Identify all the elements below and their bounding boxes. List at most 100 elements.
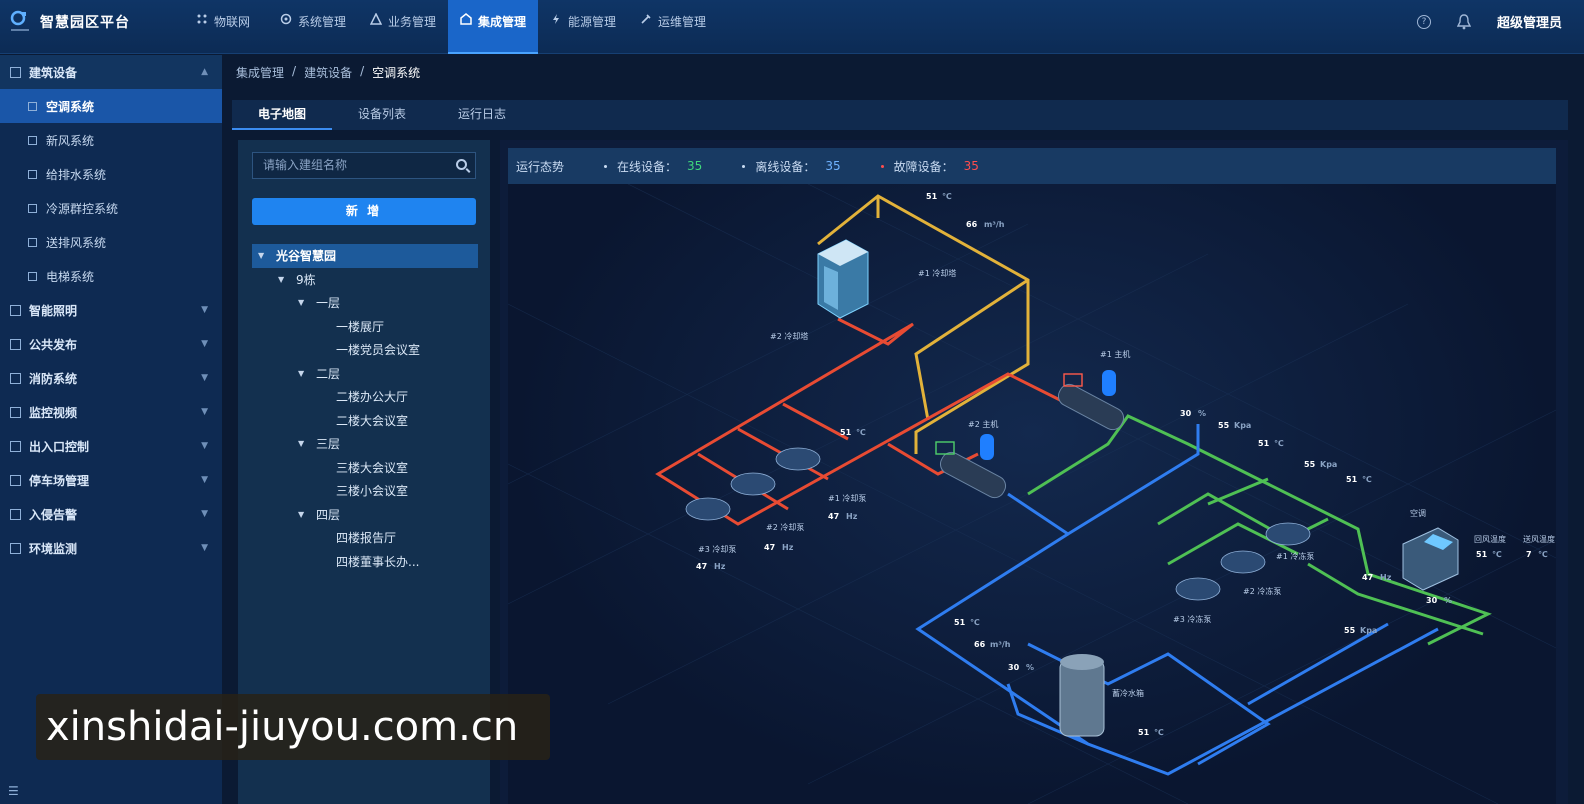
label-cooling-pump-1: #1 冷却泵 [828, 493, 866, 503]
sidebar-item-ventilation[interactable]: 送排风系统 [0, 225, 222, 259]
reading-unit: Hz [714, 562, 726, 571]
status-bar: 运行态势 在线设备：35 离线设备：35 故障设备：35 [508, 148, 1556, 184]
search-icon[interactable] [456, 159, 467, 170]
sidebar-item-label: 送排风系统 [46, 235, 107, 250]
tree-node-label: 一层 [316, 296, 341, 311]
search-input[interactable]: 请输入建组名称 [252, 152, 476, 179]
sidebar-group-building[interactable]: 建筑设备 ▲ [0, 55, 222, 89]
label-cooling-pump-3: #3 冷却泵 [698, 544, 736, 554]
sidebar-item-elevator[interactable]: 电梯系统 [0, 259, 222, 293]
sidebar-group-label: 公共发布 [29, 337, 78, 352]
tab-device-list[interactable]: 设备列表 [357, 107, 406, 121]
reading-value: 51 [1476, 550, 1488, 559]
grid-icon [10, 338, 21, 350]
reading-unit: Hz [1380, 573, 1392, 582]
nav-label: 物联网 [213, 15, 250, 29]
caret-down-icon[interactable]: ▼ [298, 439, 305, 449]
tree-node[interactable]: 一楼展厅 [252, 315, 478, 339]
main-nav: 物联网 系统管理 业务管理 集成管理 能源管理 运维管理 [178, 0, 718, 54]
grid-icon [28, 203, 37, 213]
tree-node[interactable]: 三楼小会议室 [252, 479, 478, 503]
reading-unit: Kpa [1360, 626, 1377, 635]
tree-node-label: 三楼小会议室 [336, 484, 409, 499]
grid-icon [10, 508, 21, 520]
chevron-up-icon: ▲ [201, 67, 208, 77]
pipe-yellow [817, 194, 1030, 454]
sidebar-group-publish[interactable]: 公共发布▼ [0, 327, 222, 361]
nav-integration[interactable]: 集成管理 [448, 0, 538, 54]
tree-node[interactable]: ▼光谷智慧园 [252, 244, 478, 268]
grid-icon [10, 440, 21, 452]
bullet-icon [742, 164, 746, 168]
breadcrumb-current: 空调系统 [372, 66, 421, 80]
reading-unit: % [1444, 596, 1452, 605]
chiller-host-1 [1057, 370, 1125, 431]
sidebar-group-access[interactable]: 出入口控制▼ [0, 429, 222, 463]
tree-node-label: 三层 [316, 437, 341, 452]
tab-map[interactable]: 电子地图 [232, 100, 332, 130]
top-bar: 智慧园区平台 物联网 系统管理 业务管理 集成管理 能源管理 运维管理 ? 超级 [0, 0, 1584, 54]
tree-node[interactable]: 二楼办公大厅 [252, 385, 478, 409]
nav-energy[interactable]: 能源管理 [538, 0, 628, 54]
reading-value: 47 [1362, 573, 1373, 582]
sidebar-group-lighting[interactable]: 智能照明▼ [0, 293, 222, 327]
integration-icon [460, 13, 472, 25]
chevron-down-icon: ▼ [201, 509, 208, 519]
label-chill-pump-1: #1 冷冻泵 [1276, 551, 1314, 561]
sidebar-item-water[interactable]: 给排水系统 [0, 157, 222, 191]
energy-icon [552, 14, 559, 24]
tree-node[interactable]: 二楼大会议室 [252, 409, 478, 433]
nav-maintenance[interactable]: 运维管理 [628, 0, 718, 54]
tree-node[interactable]: 四楼报告厅 [252, 526, 478, 550]
tree-node[interactable]: ▼四层 [252, 503, 478, 527]
tree-node[interactable]: 四楼董事长办... [252, 550, 478, 574]
help-icon[interactable]: ? [1416, 14, 1431, 29]
sidebar-group-intrusion[interactable]: 入侵告警▼ [0, 497, 222, 531]
reading-value: 66 [966, 220, 978, 229]
add-button[interactable]: 新 增 [252, 198, 476, 225]
breadcrumb-item[interactable]: 建筑设备 [304, 66, 353, 80]
sidebar-group-label: 停车场管理 [29, 473, 90, 488]
tree-node[interactable]: 一楼党员会议室 [252, 338, 478, 362]
caret-down-icon[interactable]: ▼ [278, 274, 285, 284]
grid-icon [10, 304, 21, 316]
nav-system[interactable]: 系统管理 [268, 0, 358, 54]
floor-grid [508, 184, 1556, 804]
reading-value: 51 [1346, 475, 1358, 484]
fault-stat: 故障设备：35 [880, 158, 979, 175]
tab-run-log[interactable]: 运行日志 [457, 107, 506, 121]
nav-business[interactable]: 业务管理 [358, 0, 448, 54]
reading-unit: ℃ [1538, 550, 1548, 559]
tree-node[interactable]: ▼二层 [252, 362, 478, 386]
sidebar-group-environment[interactable]: 环境监测▼ [0, 531, 222, 565]
caret-down-icon[interactable]: ▼ [298, 368, 305, 378]
reading-unit: % [1198, 409, 1206, 418]
sensor-readings: 51 ℃ 66 m³/h 51 ℃ 47 Hz 47 Hz 47 Hz 30 %… [696, 192, 1548, 737]
user-name[interactable]: 超级管理员 [1496, 16, 1562, 31]
tree-node[interactable]: 三楼大会议室 [252, 456, 478, 480]
reading-value: 51 [926, 192, 938, 201]
breadcrumb-item[interactable]: 集成管理 [236, 66, 285, 80]
tree-node[interactable]: ▼9栋 [252, 268, 478, 292]
sidebar-item-hvac[interactable]: 空调系统 [0, 89, 222, 123]
reading-unit: ℃ [856, 428, 866, 437]
nav-label: 业务管理 [387, 15, 436, 29]
sidebar-item-fresh-air[interactable]: 新风系统 [0, 123, 222, 157]
bell-icon[interactable] [1456, 13, 1471, 30]
menu-collapse-icon[interactable]: ☰ [8, 784, 19, 798]
sidebar-group-parking[interactable]: 停车场管理▼ [0, 463, 222, 497]
sidebar-group-fire[interactable]: 消防系统▼ [0, 361, 222, 395]
nav-iot[interactable]: 物联网 [178, 0, 268, 54]
reading-value: 51 [954, 618, 966, 627]
caret-down-icon[interactable]: ▼ [258, 251, 265, 261]
caret-down-icon[interactable]: ▼ [298, 298, 305, 308]
sidebar-item-chiller[interactable]: 冷源群控系统 [0, 191, 222, 225]
grid-icon [28, 271, 37, 281]
sidebar-group-video[interactable]: 监控视频▼ [0, 395, 222, 429]
hvac-diagram: #1 冷却塔 #2 冷却塔 #1 主机 #2 主机 #1 冷却泵 #2 冷却泵 … [508, 184, 1556, 804]
caret-down-icon[interactable]: ▼ [298, 509, 305, 519]
reading-unit: m³/h [990, 640, 1011, 649]
nav-label: 能源管理 [567, 15, 616, 29]
tree-node[interactable]: ▼ 一层 [252, 291, 478, 315]
tree-node[interactable]: ▼ 三层 [252, 432, 478, 456]
